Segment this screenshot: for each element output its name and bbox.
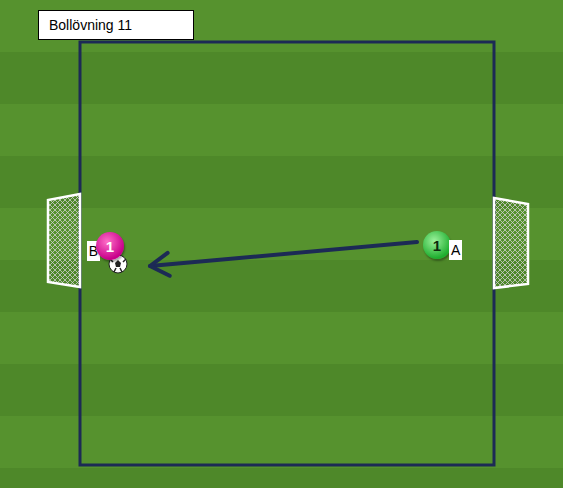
player-marker: 1A (423, 230, 462, 260)
player-number: 1 (96, 232, 124, 260)
right-goal (494, 198, 528, 288)
player-letter: A (449, 240, 462, 260)
field-outline (80, 42, 494, 465)
player-number: 1 (423, 231, 451, 259)
pass-arrow (150, 242, 417, 276)
drill-title: Bollövning 11 (38, 10, 194, 40)
player-marker: B1 (87, 231, 124, 261)
left-goal (48, 194, 80, 287)
